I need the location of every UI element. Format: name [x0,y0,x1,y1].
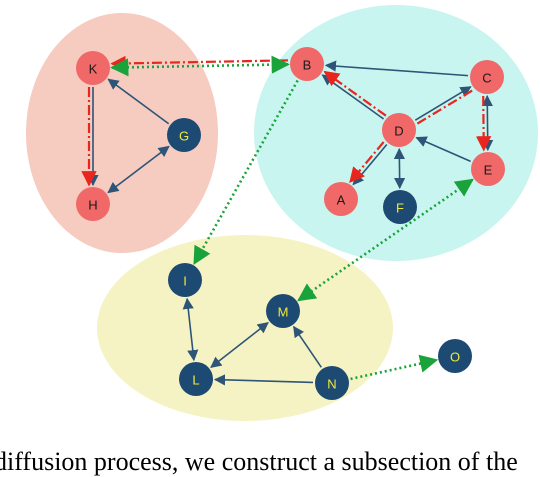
node-label-A: A [337,193,346,208]
edge-red-D-B [323,70,387,117]
edge-green-M-E [297,178,474,302]
node-B: B [290,47,324,81]
node-circle-O [438,339,472,373]
node-G: G [167,118,201,152]
edge-blue-I-L [182,297,199,362]
edge-blue-D-F [393,147,406,190]
edge-green-B-I [193,79,299,266]
node-E: E [471,152,505,186]
node-label-K: K [89,62,98,77]
node-label-D: D [394,124,403,139]
node-A: A [324,182,358,216]
node-circle-G [167,118,201,152]
node-label-I: I [183,274,187,289]
node-I: I [168,263,202,297]
node-N: N [315,366,349,400]
node-circle-A [324,182,358,216]
node-K: K [76,51,110,85]
node-circle-E [471,152,505,186]
edge-green-K-B [110,55,290,77]
node-M: M [266,294,300,328]
node-label-C: C [482,71,491,86]
node-circle-F [383,190,417,224]
node-circle-D [382,113,416,147]
node-label-B: B [303,58,312,73]
node-circle-I [168,263,202,297]
edge-blue-C-B [324,60,469,77]
node-circle-M [266,294,300,328]
node-label-G: G [179,129,189,144]
node-D: D [382,113,416,147]
node-circle-H [76,187,110,221]
edge-blue-G-K [107,78,170,125]
edge-blue-N-L [213,374,314,386]
node-L: L [179,362,213,396]
edge-blue-E-D [415,136,471,163]
node-label-F: F [396,201,404,216]
edge-blue-N-M [293,325,322,368]
node-C: C [470,60,504,94]
edge-blue-H-G [107,145,170,194]
cluster-bottom-yellow [97,235,393,421]
node-label-H: H [88,198,97,213]
node-label-O: O [450,350,460,365]
caption-text: diffusion process, we construct a subsec… [0,447,518,476]
edge-blue-L-M [210,322,269,368]
node-circle-C [470,60,504,94]
node-circle-K [76,51,110,85]
node-label-M: M [278,305,289,320]
node-label-L: L [192,373,199,388]
node-label-E: E [484,163,493,178]
node-circle-L [179,362,213,396]
node-F: F [383,190,417,224]
node-circle-N [315,366,349,400]
edge-blue-D-C [414,86,472,121]
edge-blue-C-E [481,94,494,152]
edge-red-C-E [475,96,492,152]
edge-red-D-C [416,89,474,125]
edge-red-D-A [349,141,385,184]
node-label-N: N [327,377,336,392]
node-circle-B [290,47,324,81]
node-H: H [76,187,110,221]
node-O: O [438,339,472,373]
